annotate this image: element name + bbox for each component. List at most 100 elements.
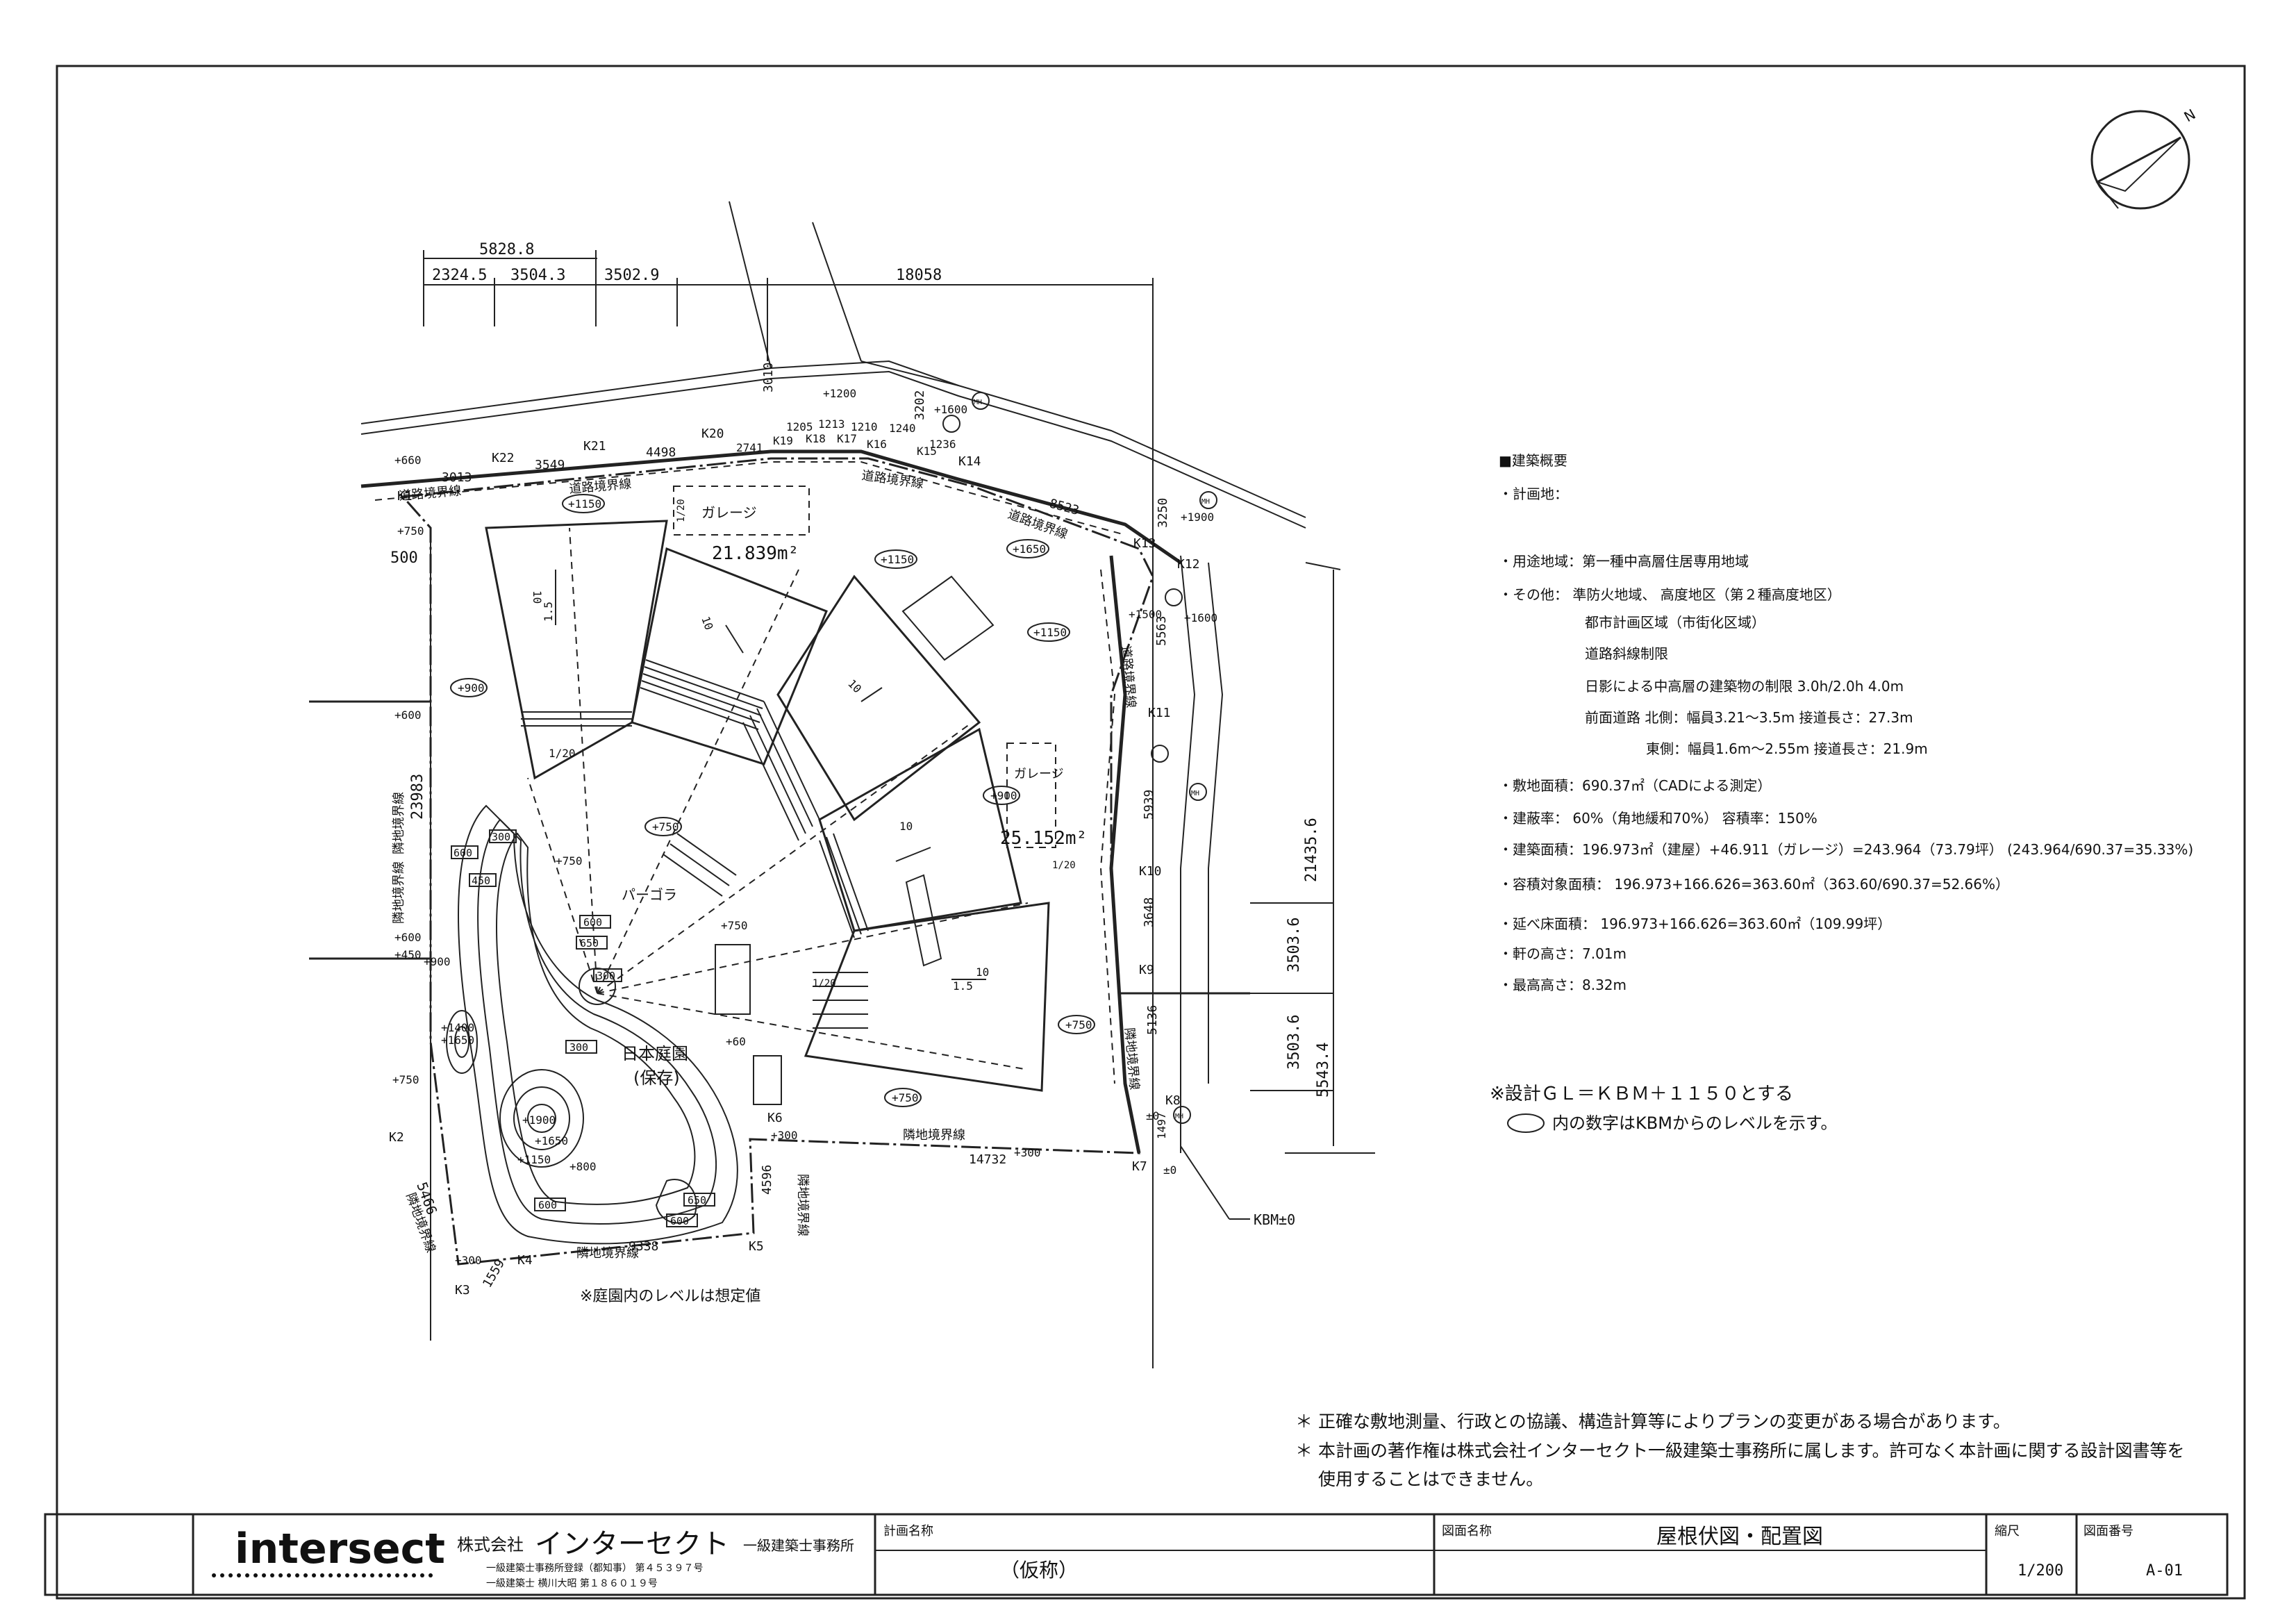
roof-plan <box>485 486 1056 1105</box>
area-garage-2: 25.152m² <box>1000 828 1087 849</box>
point-k18: K18 <box>806 432 826 445</box>
summary-row-2: ・用途地域：第一種中高層住居専用地域 <box>1499 553 1749 570</box>
level-5: +600 <box>394 709 422 722</box>
box-level-1: 600 <box>451 845 479 859</box>
summary-row-3: ・その他： 準防火地域、 高度地区（第２種高度地区） <box>1499 586 1841 603</box>
summary-row-8: 東側：幅員1.6m～2.55m 接道長さ：21.9m <box>1646 740 1928 757</box>
road-boundary-2: 道路境界線 <box>860 468 924 491</box>
level-17: +300 <box>455 1254 482 1267</box>
point-k21: K21 <box>583 439 606 454</box>
point-k3: K3 <box>455 1283 470 1298</box>
svg-text:650: 650 <box>688 1194 706 1207</box>
north-compass: N <box>2090 106 2198 210</box>
site-plan: 5828.8 2324.5 3504.3 3502.9 18058 <box>309 201 1375 1368</box>
drawing-label: 図面名称 <box>1442 1524 1492 1539</box>
dim-3502: 3502.9 <box>604 267 659 284</box>
svg-text:+900: +900 <box>458 681 485 695</box>
road-1497: 1497 <box>1155 1112 1168 1139</box>
project-label: 計画名称 <box>883 1524 933 1539</box>
svg-text:600: 600 <box>538 1199 557 1211</box>
point-k8: K8 <box>1165 1093 1181 1108</box>
road-3010: 3010 <box>761 363 776 392</box>
seg-4498: 4498 <box>646 445 676 460</box>
company-prefix: 株式会社 <box>457 1535 524 1555</box>
area-garage-1: 21.839m² <box>712 543 799 564</box>
disclaimer-line-3: 使用することはできません。 <box>1318 1469 1543 1489</box>
sheet-border <box>56 65 2246 1600</box>
box-level-8: 600 <box>534 1198 566 1211</box>
oval-level-8: +750 <box>1058 1015 1095 1034</box>
neighbor-boundary-4: 隣地境界線 <box>392 792 406 854</box>
oval-level-4: +1150 <box>1027 622 1070 642</box>
number-value: A-01 <box>2146 1562 2183 1580</box>
dim-5543: 5543.4 <box>1315 1043 1332 1097</box>
level-13: +1650 <box>441 1034 474 1047</box>
disclaimer-line-2: ＊ 本計画の著作権は株式会社インターセクト一級建築士事務所に属します。許可なく本… <box>1295 1441 2184 1461</box>
japanese-garden <box>446 804 738 1245</box>
level-22: +60 <box>726 1035 746 1048</box>
level-24: +750 <box>556 854 583 868</box>
seg-1210: 1210 <box>851 420 878 433</box>
level-16: +1150 <box>517 1153 551 1166</box>
level-14: +1900 <box>522 1113 556 1127</box>
svg-text:600: 600 <box>670 1215 689 1227</box>
slope-j: 1/20 <box>1052 860 1076 871</box>
side-dimensions: 21435.6 3503.6 3503.6 5543.4 23983 500 5… <box>309 528 1334 1341</box>
dim-2324: 2324.5 <box>432 267 487 284</box>
point-k5: K5 <box>749 1239 764 1254</box>
registration-1: 一級建築士事務所登録（都知事） 第４５３９７号 <box>486 1562 703 1574</box>
oval-level-3: +1650 <box>1006 539 1049 558</box>
svg-text:300: 300 <box>492 831 510 843</box>
road-boundary-1: 道路境界線 <box>569 477 632 497</box>
slope-f: 10 <box>899 820 913 833</box>
oval-level-9: +750 <box>884 1088 922 1107</box>
level-1: +1200 <box>823 387 856 400</box>
road-3648: 3648 <box>1142 897 1156 927</box>
svg-text:MH: MH <box>1175 1113 1183 1120</box>
plan-labels: ガレージ ガレージ 21.839m² 25.152m² パーゴラ 日本庭園 (保… <box>389 363 1295 1305</box>
box-level-4: 600 <box>579 915 611 929</box>
point-k22: K22 <box>492 451 515 465</box>
svg-text:+1150: +1150 <box>568 497 601 511</box>
number-label: 図面番号 <box>2083 1524 2133 1539</box>
svg-text:650: 650 <box>580 937 599 950</box>
point-k9: K9 <box>1139 963 1154 977</box>
level-7: +1500 <box>1129 608 1162 621</box>
point-k14: K14 <box>958 454 981 469</box>
seg-3013: 3013 <box>442 470 472 485</box>
oval-level-7: +900 <box>983 786 1020 805</box>
summary-row-11: ・建築面積：196.973㎡（建屋）+46.911（ガレージ）=243.964（… <box>1499 841 2193 858</box>
summary-row-15: ・最高高さ：8.32m <box>1499 977 1627 993</box>
garden-label-1: 日本庭園 <box>622 1044 688 1063</box>
dim-3503a: 3503.6 <box>1286 918 1303 972</box>
box-level-5: 650 <box>576 936 608 950</box>
level-3: +660 <box>394 454 422 467</box>
garage-label-2: ガレージ <box>1014 767 1064 781</box>
dim-23983: 23983 <box>409 774 426 820</box>
seg-3549: 3549 <box>535 458 565 472</box>
level-8: +1600 <box>1184 611 1217 624</box>
slope-d: 10 <box>699 615 715 632</box>
road-5563: 5563 <box>1154 616 1169 646</box>
point-k10: K10 <box>1139 864 1162 879</box>
garden-label-2: (保存) <box>633 1068 680 1088</box>
logo: intersect <box>235 1525 445 1573</box>
point-k19: K19 <box>773 434 793 447</box>
summary-row-10: ・建蔽率： 60%（角地緩和70%） 容積率：150% <box>1499 810 1817 827</box>
level-9: +600 <box>394 931 422 944</box>
company-suffix: 一級建築士事務所 <box>743 1537 854 1554</box>
svg-text:300: 300 <box>597 970 615 982</box>
summary-row-6: 日影による中高層の建築物の制限 3.0h/2.0h 4.0m <box>1585 678 1904 695</box>
seg-1236: 1236 <box>929 438 956 451</box>
summary-row-12: ・容積対象面積： 196.973+166.626=363.60㎡（363.60/… <box>1499 876 2009 893</box>
svg-text:+750: +750 <box>652 820 679 834</box>
manhole-1: MH <box>972 392 990 410</box>
level-2: +1600 <box>934 403 967 416</box>
dim-3504: 3504.3 <box>510 267 565 284</box>
site-boundary <box>400 457 1154 1266</box>
road-3250: 3250 <box>1156 498 1170 528</box>
dim-5828: 5828.8 <box>479 241 534 258</box>
box-level-6: 300 <box>593 968 622 982</box>
summary-row-5: 道路斜線制限 <box>1585 645 1668 662</box>
point-k6: K6 <box>767 1111 783 1125</box>
